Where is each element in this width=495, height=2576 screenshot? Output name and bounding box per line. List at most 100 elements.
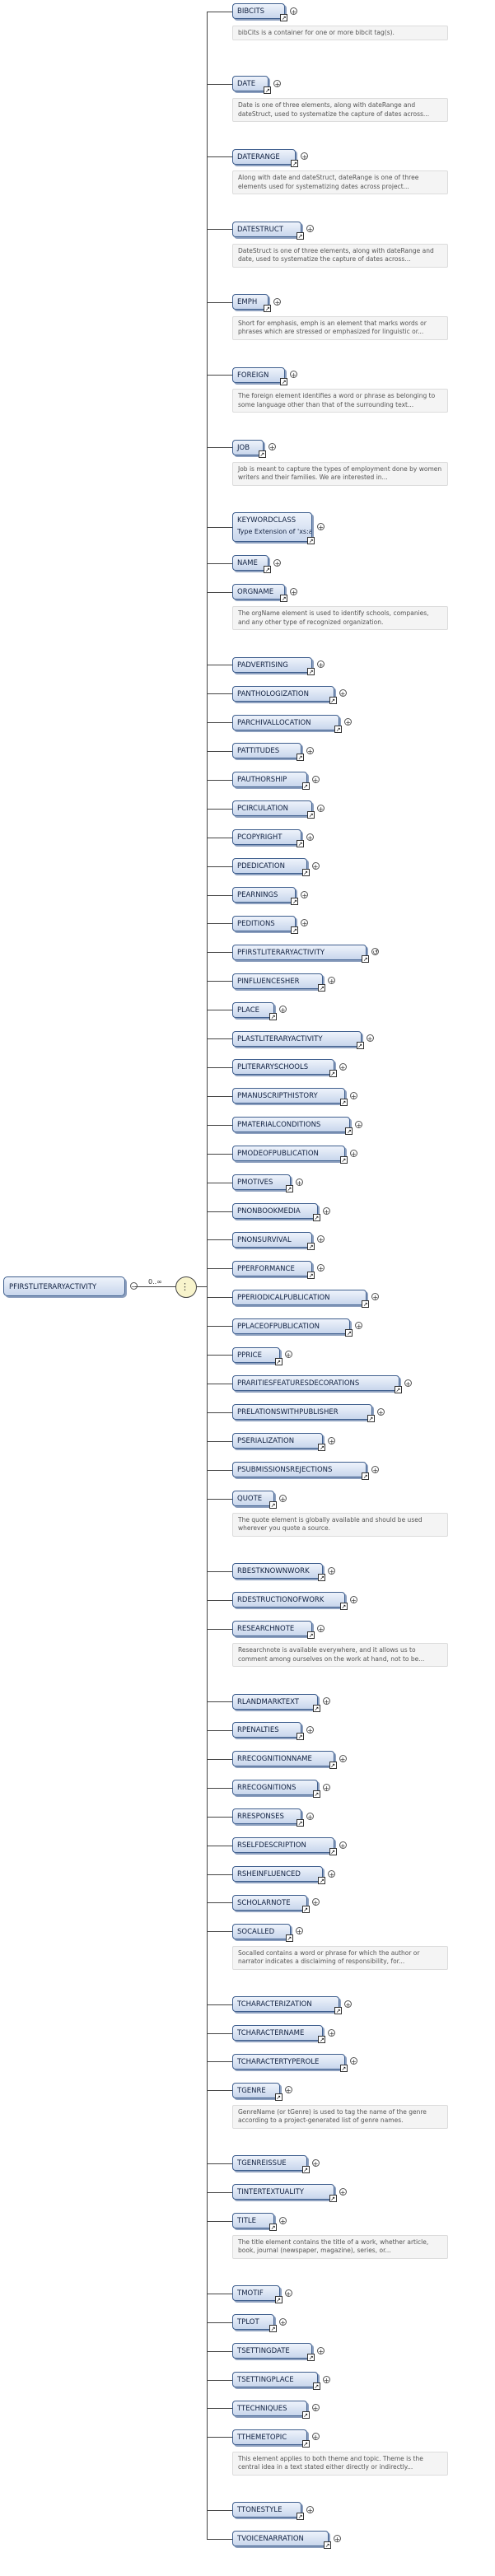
element-box-pinfluencesher[interactable]: PINFLUENCESHER — [232, 973, 324, 989]
element-box-rbestknownwork[interactable]: RBESTKNOWNWORK — [232, 1563, 324, 1580]
element-box-date[interactable]: DATE — [232, 76, 269, 92]
expand-icon[interactable]: + — [328, 2028, 336, 2037]
expand-icon[interactable]: + — [295, 1927, 303, 1936]
element-box-pnonbookmedia[interactable]: PNONBOOKMEDIA — [232, 1203, 318, 1220]
collapse-icon[interactable]: − — [130, 1282, 138, 1290]
element-box-tmotif[interactable]: TMOTIF — [232, 2285, 280, 2302]
element-box-panthologization[interactable]: PANTHOLOGIZATION — [232, 685, 334, 702]
element-box-pdedication[interactable]: PDEDICATION — [232, 858, 307, 875]
element-box-tsettingdate[interactable]: TSETTINGDATE — [232, 2343, 313, 2359]
element-box-parchivallocation[interactable]: PARCHIVALLOCATION — [232, 714, 340, 730]
expand-icon[interactable]: + — [339, 2187, 347, 2196]
expand-icon[interactable]: + — [311, 1898, 320, 1907]
element-box-pplaceofpublication[interactable]: PPLACEOFPUBLICATION — [232, 1318, 351, 1334]
expand-icon[interactable]: + — [371, 1465, 380, 1474]
element-box-datestruct[interactable]: DATESTRUCT — [232, 221, 301, 237]
expand-icon[interactable]: + — [306, 833, 314, 842]
expand-icon[interactable]: + — [339, 1062, 347, 1071]
expand-icon[interactable]: + — [371, 1293, 380, 1302]
recursion-icon[interactable]: ↺ — [371, 948, 380, 957]
expand-icon[interactable]: + — [268, 443, 276, 452]
element-box-socalled[interactable]: SOCALLED — [232, 1923, 291, 1939]
element-box-pcopyright[interactable]: PCOPYRIGHT — [232, 829, 301, 846]
expand-icon[interactable]: + — [404, 1379, 412, 1388]
expand-icon[interactable]: + — [328, 1566, 336, 1575]
expand-icon[interactable]: + — [284, 2086, 292, 2095]
element-box-bibcits[interactable]: BIBCITS — [232, 3, 286, 19]
element-box-pcirculation[interactable]: PCIRCULATION — [232, 800, 313, 817]
element-box-padvertising[interactable]: PADVERTISING — [232, 656, 313, 673]
element-box-tplot[interactable]: TPLOT — [232, 2314, 274, 2331]
element-box-tcharactername[interactable]: TCHARACTERNAME — [232, 2025, 324, 2042]
element-box-title[interactable]: TITLE — [232, 2213, 274, 2228]
element-box-tintertextuality[interactable]: TINTERTEXTUALITY — [232, 2184, 334, 2200]
element-box-ttechniques[interactable]: TTECHNIQUES — [232, 2400, 307, 2416]
expand-icon[interactable]: + — [306, 2505, 314, 2514]
element-box-rrecognitions[interactable]: RRECOGNITIONS — [232, 1780, 318, 1796]
expand-icon[interactable]: + — [279, 2317, 287, 2326]
element-box-rpenalties[interactable]: RPENALTIES — [232, 1722, 301, 1738]
element-box-job[interactable]: JOB — [232, 439, 264, 455]
expand-icon[interactable]: + — [279, 2216, 287, 2225]
expand-icon[interactable]: + — [317, 2346, 325, 2355]
element-box-researchnote[interactable]: RESEARCHNOTE — [232, 1621, 313, 1637]
expand-icon[interactable]: + — [339, 1754, 347, 1763]
element-box-rsheinfluenced[interactable]: RSHEINFLUENCED — [232, 1866, 324, 1883]
expand-icon[interactable]: + — [322, 1783, 330, 1792]
expand-icon[interactable]: + — [366, 1034, 374, 1043]
expand-icon[interactable]: + — [317, 523, 325, 532]
element-box-praritiesfeaturesdecorations[interactable]: PRARITIESFEATURESDECORATIONS — [232, 1375, 399, 1392]
element-box-pmaterialconditions[interactable]: PMATERIALCONDITIONS — [232, 1117, 351, 1133]
element-box-ttonestyle[interactable]: TTONESTYLE — [232, 2502, 301, 2518]
element-box-pperformance[interactable]: PPERFORMANCE — [232, 1260, 313, 1276]
expand-icon[interactable]: + — [284, 2289, 292, 2298]
expand-icon[interactable]: + — [301, 919, 309, 928]
expand-icon[interactable]: + — [311, 775, 320, 784]
element-box-name[interactable]: NAME — [232, 555, 269, 572]
expand-icon[interactable]: + — [317, 1624, 325, 1633]
root-element-box[interactable]: PFIRSTLITERARYACTIVITY − — [3, 1276, 138, 1296]
expand-icon[interactable]: + — [349, 1091, 357, 1100]
expand-icon[interactable]: + — [295, 1178, 303, 1187]
expand-icon[interactable]: + — [311, 2404, 320, 2413]
expand-icon[interactable]: + — [322, 1206, 330, 1216]
element-box-tgenreissue[interactable]: TGENREISSUE — [232, 2155, 307, 2172]
expand-icon[interactable]: + — [311, 2433, 320, 2442]
expand-icon[interactable]: + — [273, 297, 282, 306]
expand-icon[interactable]: + — [306, 225, 314, 234]
element-box-foreign[interactable]: FOREIGN — [232, 366, 286, 383]
element-box-prelationswithpublisher[interactable]: PRELATIONSWITHPUBLISHER — [232, 1404, 372, 1421]
element-box-pearnings[interactable]: PEARNINGS — [232, 887, 297, 903]
expand-icon[interactable]: + — [317, 1235, 325, 1244]
expand-icon[interactable]: + — [349, 2057, 357, 2066]
expand-icon[interactable]: + — [328, 1869, 336, 1878]
element-box-place[interactable]: PLACE — [232, 1001, 274, 1018]
element-box-psubmissionsrejections[interactable]: PSUBMISSIONSREJECTIONS — [232, 1462, 367, 1478]
expand-icon[interactable]: + — [279, 1494, 287, 1503]
element-box-tsettingplace[interactable]: TSETTINGPLACE — [232, 2372, 318, 2388]
expand-icon[interactable]: + — [317, 660, 325, 670]
choice-compositor-icon[interactable]: ⋮ — [175, 1276, 197, 1298]
element-box-tvoicenarration[interactable]: TVOICENARRATION — [232, 2531, 329, 2547]
expand-icon[interactable]: + — [273, 558, 282, 567]
expand-icon[interactable]: + — [311, 2158, 320, 2168]
element-box-daterange[interactable]: DATERANGE — [232, 148, 297, 165]
expand-icon[interactable]: + — [334, 2534, 341, 2543]
element-box-rresponses[interactable]: RRESPONSES — [232, 1808, 301, 1825]
expand-icon[interactable]: + — [306, 1725, 314, 1734]
expand-icon[interactable]: + — [273, 79, 282, 88]
expand-icon[interactable]: + — [376, 1407, 385, 1416]
element-box-rlandmarktext[interactable]: RLANDMARKTEXT — [232, 1693, 318, 1710]
expand-icon[interactable]: + — [301, 890, 309, 899]
expand-icon[interactable]: + — [317, 804, 325, 813]
element-box-tgenre[interactable]: TGENRE — [232, 2082, 280, 2098]
expand-icon[interactable]: + — [339, 1841, 347, 1850]
expand-icon[interactable]: + — [349, 1149, 357, 1158]
element-box-pmotives[interactable]: PMOTIVES — [232, 1174, 291, 1191]
expand-icon[interactable]: + — [284, 1351, 292, 1360]
expand-icon[interactable]: + — [301, 152, 309, 161]
expand-icon[interactable]: + — [355, 1322, 363, 1331]
expand-icon[interactable]: + — [290, 371, 298, 380]
element-box-pliteraryschools[interactable]: PLITERARYSCHOOLS — [232, 1059, 334, 1076]
